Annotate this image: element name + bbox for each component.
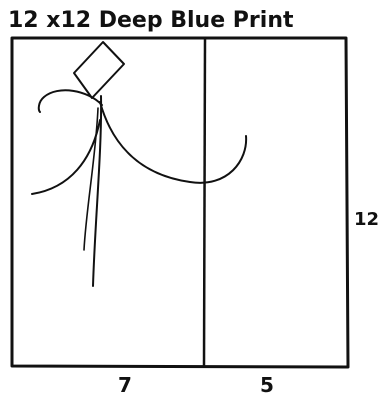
sketch-title: 12 x12 Deep Blue Print bbox=[8, 8, 294, 33]
canvas-frame bbox=[10, 36, 350, 369]
left-upper-curl bbox=[37, 89, 103, 113]
height-dimension-label: 12 bbox=[354, 209, 378, 230]
main-stem bbox=[92, 95, 103, 287]
secondary-stem bbox=[83, 107, 99, 251]
diamond-bud bbox=[73, 41, 125, 99]
left-lower-curve bbox=[31, 119, 101, 195]
panel-divider bbox=[202, 37, 207, 367]
left-width-dimension-label: 7 bbox=[118, 373, 132, 397]
right-sweeping-curve bbox=[99, 101, 248, 184]
right-width-dimension-label: 5 bbox=[260, 373, 274, 397]
